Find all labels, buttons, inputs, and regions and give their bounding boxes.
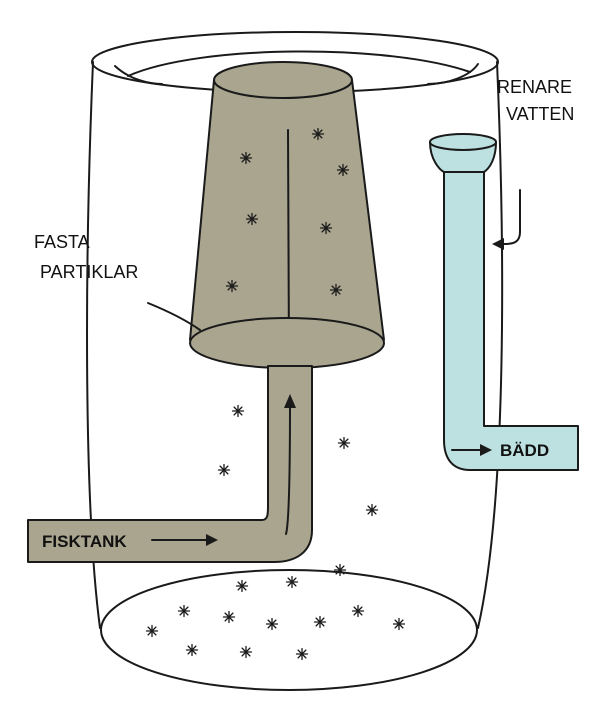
particle-icon (222, 610, 236, 624)
particle-icon (239, 151, 253, 165)
container-wall-right (477, 61, 504, 629)
renare-vatten-label-line2: VATTEN (506, 104, 574, 124)
fasta-partiklar-leader (147, 302, 201, 331)
fisktank-label: FISKTANK (42, 532, 127, 551)
particle-icon (177, 604, 191, 618)
container-rim-inner (127, 50, 471, 77)
container-rim-inner-front-right (427, 63, 479, 85)
fisktank-arrowhead (206, 534, 218, 546)
filter-cone-top (213, 61, 353, 99)
fasta-partiklar-label-line2: PARTIKLAR (40, 262, 138, 282)
particle-icon (145, 624, 159, 638)
particles (145, 127, 406, 661)
particle-icon (313, 615, 327, 629)
filter-cone-body (189, 79, 385, 341)
particle-icon (235, 579, 249, 593)
particle-icon (392, 617, 406, 631)
particle-icon (265, 617, 279, 631)
particle-icon (311, 127, 325, 141)
renare-vatten-arrowhead (492, 238, 504, 250)
particle-icon (319, 221, 333, 235)
container-rim-inner-front (114, 65, 163, 85)
fisktank-arrow (151, 534, 218, 546)
badd-arrowhead (480, 444, 492, 456)
outlet-pipe-top (429, 133, 497, 151)
outlet-pipe-body (443, 169, 579, 471)
particle-icon (285, 575, 299, 589)
filter-cone-bottom (189, 317, 385, 369)
inlet-flow-arrowhead (284, 394, 296, 408)
particle-icon (365, 503, 379, 517)
badd-label: BÄDD (500, 441, 549, 460)
filter-cone (189, 61, 385, 369)
inlet-flow-line (285, 401, 291, 535)
container-wall (86, 61, 101, 629)
particle-icon (245, 212, 259, 226)
particle-icon (295, 647, 309, 661)
particle-icon (329, 283, 343, 297)
particle-icon (239, 645, 253, 659)
particle-icon (333, 563, 347, 577)
particle-icon (336, 163, 350, 177)
badd-arrow (451, 444, 492, 456)
particle-icon (217, 463, 231, 477)
particle-icon (337, 436, 351, 450)
container-bottom (100, 569, 478, 691)
fasta-partiklar-label-line1: FASTA (34, 232, 90, 252)
particle-icon (185, 643, 199, 657)
inlet-pipe (27, 365, 313, 563)
particle-icon (225, 279, 239, 293)
inlet-pipe-body (27, 365, 313, 563)
particle-icon (231, 404, 245, 418)
particle-icon (351, 604, 365, 618)
renare-vatten-label-line1: RENARE (497, 77, 572, 97)
outlet-pipe (429, 133, 579, 471)
renare-vatten-arrow (492, 189, 521, 250)
